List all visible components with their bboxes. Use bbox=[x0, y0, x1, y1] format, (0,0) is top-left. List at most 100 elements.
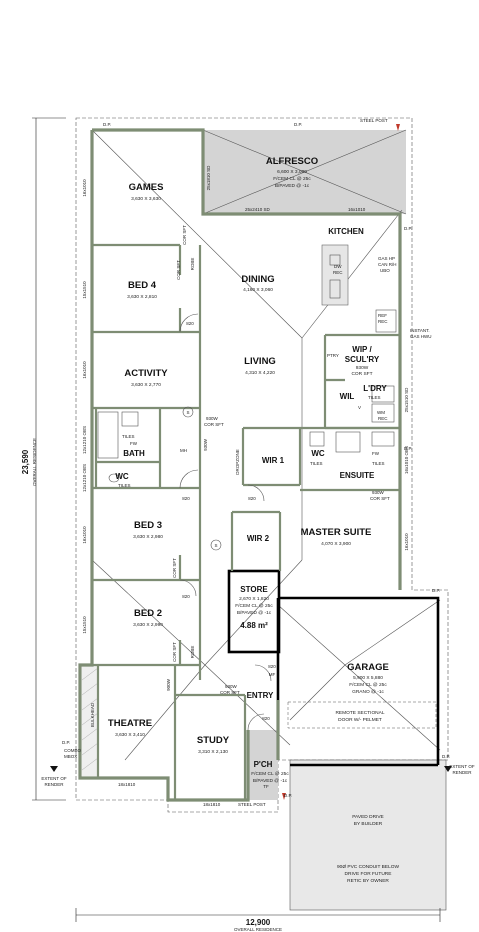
overall-height-label: OVERALL RESIDENCE bbox=[32, 438, 37, 486]
extent-render-right-2: RENDER bbox=[452, 770, 472, 775]
dp-label: D.P. bbox=[62, 740, 70, 745]
room-bed3: BED 3 bbox=[134, 520, 162, 531]
cor-sft-label: COR SFT bbox=[204, 422, 224, 427]
room-kitchen: KITCHEN bbox=[328, 227, 364, 236]
dp-label: D.P. bbox=[404, 446, 412, 451]
door-label: 820 bbox=[248, 496, 256, 501]
v-label: V bbox=[358, 405, 361, 410]
ensuite-tiles: TILES bbox=[372, 461, 385, 466]
rec-label: REC bbox=[378, 416, 388, 421]
theatre-dims: 3,630 X 3,410 bbox=[115, 732, 145, 738]
store-area: 4.88 m² bbox=[240, 621, 268, 630]
rec-label: REC bbox=[333, 270, 343, 275]
alfresco-floor: B/PAVED @ -1c bbox=[275, 183, 310, 189]
can-rh-label: CAN R/H bbox=[378, 262, 397, 267]
paved-drive bbox=[290, 760, 446, 910]
room-porch: P'CH bbox=[254, 760, 273, 769]
dw-label: DW bbox=[334, 264, 342, 269]
width-label: 930W bbox=[225, 684, 238, 689]
porch-fill bbox=[248, 730, 278, 800]
width-label: 900W bbox=[166, 678, 171, 691]
conduit-note: 90Ø PVC CONDUIT BELOW bbox=[337, 864, 399, 870]
sd-label: 25x1810 SD bbox=[206, 165, 211, 191]
smoke-detector-label: S bbox=[186, 410, 189, 415]
window-label: 16x1010 bbox=[82, 361, 87, 379]
wip-width: 930W bbox=[356, 365, 369, 371]
wc2-tiles: TILES bbox=[310, 461, 323, 466]
paved-drive-note-2: BY BUILDER bbox=[354, 821, 383, 827]
garage-door-note-2: DOOR W/- PELMET bbox=[338, 717, 382, 723]
room-wc: WC bbox=[115, 472, 129, 481]
dp-label: D.P. bbox=[442, 754, 450, 759]
door-label: 820 bbox=[182, 496, 190, 501]
window-label: 18x1810 bbox=[203, 802, 221, 807]
room-study: STUDY bbox=[197, 735, 230, 746]
room-entry: ENTRY bbox=[247, 691, 274, 700]
conduit-note-3: RETIC BY OWNER bbox=[347, 878, 389, 884]
door-label: 820 bbox=[182, 594, 190, 599]
bath-tiles: TILES bbox=[122, 434, 135, 439]
store-dims: 2,670 X 1,820 bbox=[239, 596, 269, 602]
ref-label: REF bbox=[378, 313, 387, 318]
smoke-detector-label: S bbox=[214, 543, 217, 548]
extent-render-right: EXTENT OF bbox=[449, 764, 474, 769]
wc-tiles: TILES bbox=[118, 483, 131, 488]
window-label: 16x1010 bbox=[404, 533, 409, 551]
bed2-dims: 3,630 X 2,990 bbox=[133, 622, 163, 628]
laundry-tiles: TILES bbox=[368, 395, 381, 400]
gas-hp-label: GAS HP bbox=[378, 256, 395, 261]
combo-label: COMBO bbox=[64, 748, 82, 753]
bulkhead-label: BULKHEAD bbox=[90, 702, 95, 727]
overall-height-value: 23,590 bbox=[21, 449, 30, 474]
room-bath: BATH bbox=[123, 449, 145, 458]
room-wip: WIP / bbox=[352, 345, 372, 354]
cor-sft-label: COR SFT bbox=[370, 496, 390, 501]
room-living: LIVING bbox=[244, 356, 276, 367]
window-obs-label: 12x1210 OBS bbox=[82, 426, 87, 454]
room-games: GAMES bbox=[129, 182, 164, 193]
room-garage: GARAGE bbox=[347, 662, 389, 673]
extent-render-left: EXTENT OF bbox=[41, 776, 66, 781]
store-floor: B/PAVED @ -1c bbox=[237, 610, 272, 616]
mh-label: MH bbox=[180, 448, 187, 453]
bed4-dims: 3,630 X 2,810 bbox=[127, 294, 157, 300]
sd-label: 25x2410 SD bbox=[245, 207, 271, 212]
room-wir2: WIR 2 bbox=[247, 534, 270, 543]
room-wil: WIL bbox=[340, 392, 355, 401]
games-dims: 3,630 X 3,630 bbox=[131, 196, 161, 202]
room-store: STORE bbox=[240, 585, 268, 594]
bed3-dims: 3,630 X 2,980 bbox=[133, 534, 163, 540]
door-label: 820 bbox=[262, 716, 270, 721]
wip-cor-sft: COR SFT bbox=[351, 371, 372, 377]
dp-label: D.P. bbox=[432, 588, 440, 593]
room-ensuite: ENSUITE bbox=[340, 471, 375, 480]
room-alfresco: ALFRESCO bbox=[266, 156, 318, 167]
robe-label: ROBE bbox=[190, 646, 195, 659]
rec-label: REC bbox=[378, 319, 388, 324]
window-label: 18x1810 bbox=[118, 782, 136, 787]
room-wc2: WC bbox=[311, 449, 325, 458]
instant-label: INSTANT. bbox=[410, 328, 430, 333]
room-activity: ACTIVITY bbox=[124, 368, 168, 379]
garage-ceiling: F/CEM CL @ 25c bbox=[349, 682, 387, 688]
cor-sft-label: COR SFT bbox=[172, 558, 177, 578]
width-label: 930W bbox=[203, 438, 208, 451]
dp-label: D.P. bbox=[284, 793, 292, 798]
dining-dims: 4,160 X 3,060 bbox=[243, 287, 273, 293]
cor-sft-label: COR SFT bbox=[172, 642, 177, 662]
alfresco-ceiling: F/CEM CL @ 25c bbox=[273, 176, 311, 182]
dp-label: D.P. bbox=[103, 122, 111, 127]
steel-post-label: STEEL POST bbox=[360, 118, 388, 123]
door-label: 820 bbox=[186, 321, 194, 326]
door-mf-label: MF bbox=[269, 672, 276, 677]
garage-door-pelmet bbox=[287, 701, 437, 729]
overall-width-value: 12,900 bbox=[246, 918, 271, 927]
robe-label: ROBE bbox=[190, 258, 195, 271]
garage-door-note: REMOTE SECTIONAL bbox=[335, 710, 384, 716]
activity-dims: 3,630 X 2,770 bbox=[131, 382, 161, 388]
fw-label: FW bbox=[372, 451, 380, 456]
store-outline bbox=[227, 569, 281, 654]
room-dining: DINING bbox=[241, 274, 274, 285]
